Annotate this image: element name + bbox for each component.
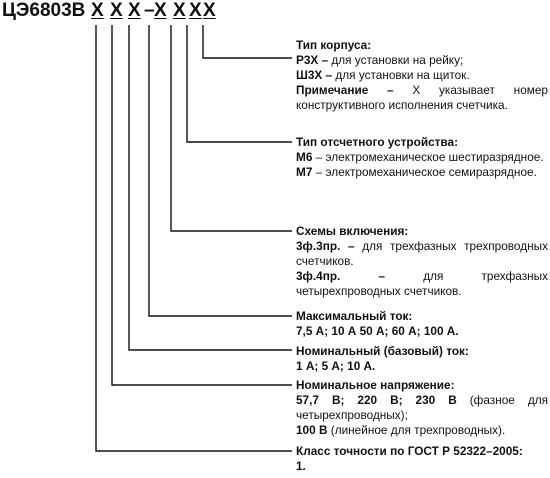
- line-term: 3ф.4пр. –: [296, 269, 386, 283]
- line-term: М7: [296, 165, 313, 179]
- line-description: – электромеханическое семиразрядное.: [312, 165, 537, 179]
- section-line: М7 – электромеханическое семиразрядное.: [296, 165, 548, 180]
- section-line: 100 В (линейное для трехпроводных).: [296, 423, 548, 438]
- section-line: М6 – электромеханическое шестиразрядное.: [296, 150, 548, 165]
- section-title: Максимальный ток:: [296, 309, 413, 323]
- code-letter-4: Х: [154, 0, 167, 21]
- section-line: 57,7 В; 220 В; 230 В (фазное для четырех…: [296, 393, 548, 423]
- code-dash: –: [144, 0, 155, 21]
- designation-prefix: ЦЭ6803В: [2, 0, 86, 21]
- section-title: Класс точности по ГОСТ Р 52322–2005:: [296, 444, 523, 458]
- line-description: для установки на рейку;: [328, 53, 464, 67]
- line-term: Р3Х –: [296, 53, 329, 67]
- leader-line-housing: [202, 25, 292, 59]
- section-title: Тип отсчетного устройства:: [296, 135, 458, 149]
- code-letter-1: Х: [91, 0, 104, 21]
- section-line: 1.: [296, 459, 548, 474]
- section-line: 7,5 А; 10 А 50 А; 60 А; 100 А.: [296, 324, 548, 339]
- line-term: 7,5 А; 10 А 50 А; 60 А; 100 А.: [296, 324, 459, 338]
- line-description: – электромеханическое шестиразрядное.: [312, 150, 544, 164]
- leader-line-max-current: [148, 25, 292, 317]
- section-title: Тип корпуса:: [296, 38, 372, 52]
- line-term: 3ф.3пр. –: [296, 239, 355, 253]
- section-wiring: Схемы включения:3ф.3пр. – для трехфазных…: [296, 224, 548, 299]
- line-description: Х указывает номер конструктивного исполн…: [296, 83, 548, 112]
- line-term: Примечание –: [296, 83, 394, 97]
- section-line: Примечание – Х указывает номер конструкт…: [296, 83, 548, 113]
- code-letter-3: Х: [128, 0, 141, 21]
- section-line: 3ф.4пр. – для трехфазных четырехпроводны…: [296, 269, 548, 299]
- leader-line-accuracy: [95, 25, 292, 452]
- leader-line-nominal-current: [128, 25, 292, 351]
- section-readout: Тип отсчетного устройства:М6 – электроме…: [296, 135, 548, 180]
- line-term: 100 В: [296, 423, 328, 437]
- section-line: Ш3Х – для установки на щиток.: [296, 68, 548, 83]
- line-description: (линейное для трехпроводных).: [327, 423, 506, 437]
- code-letter-2: Х: [110, 0, 123, 21]
- leader-line-wiring: [170, 25, 292, 232]
- line-term: Ш3Х –: [296, 68, 333, 82]
- section-accuracy: Класс точности по ГОСТ Р 52322–2005:1.: [296, 444, 548, 474]
- section-max-current: Максимальный ток:7,5 А; 10 А 50 А; 60 А;…: [296, 309, 548, 339]
- line-term: 1 А; 5 А; 10 А.: [296, 359, 376, 373]
- section-nominal-voltage: Номинальное напряжение:57,7 В; 220 В; 23…: [296, 378, 548, 438]
- code-letter-5: Х: [173, 0, 186, 21]
- leader-line-nominal-voltage: [111, 25, 292, 386]
- leader-line-readout: [186, 25, 292, 143]
- section-line: 3ф.3пр. – для трехфазных трехпроводных с…: [296, 239, 548, 269]
- section-title: Схемы включения:: [296, 224, 409, 238]
- section-title: Номинальное напряжение:: [296, 378, 455, 392]
- line-description: для трехфазных четырехпроводных счетчико…: [296, 269, 548, 298]
- section-line: Р3Х – для установки на рейку;: [296, 53, 548, 68]
- line-description: (фазное для четырехпроводных);: [296, 393, 548, 422]
- code-letter-7: Х: [203, 0, 216, 21]
- code-letter-6: Х: [189, 0, 202, 21]
- line-term: М6: [296, 150, 313, 164]
- line-description: для трехфазных трехпроводных счетчиков.: [296, 239, 549, 268]
- line-term: 1.: [296, 459, 306, 473]
- section-nominal-current: Номинальный (базовый) ток:1 А; 5 А; 10 А…: [296, 344, 548, 374]
- line-description: для установки на щиток.: [332, 68, 470, 82]
- section-title: Номинальный (базовый) ток:: [296, 344, 469, 358]
- line-term: 57,7 В; 220 В; 230 В: [296, 393, 457, 407]
- section-line: 1 А; 5 А; 10 А.: [296, 359, 548, 374]
- section-housing: Тип корпуса:Р3Х – для установки на рейку…: [296, 38, 548, 113]
